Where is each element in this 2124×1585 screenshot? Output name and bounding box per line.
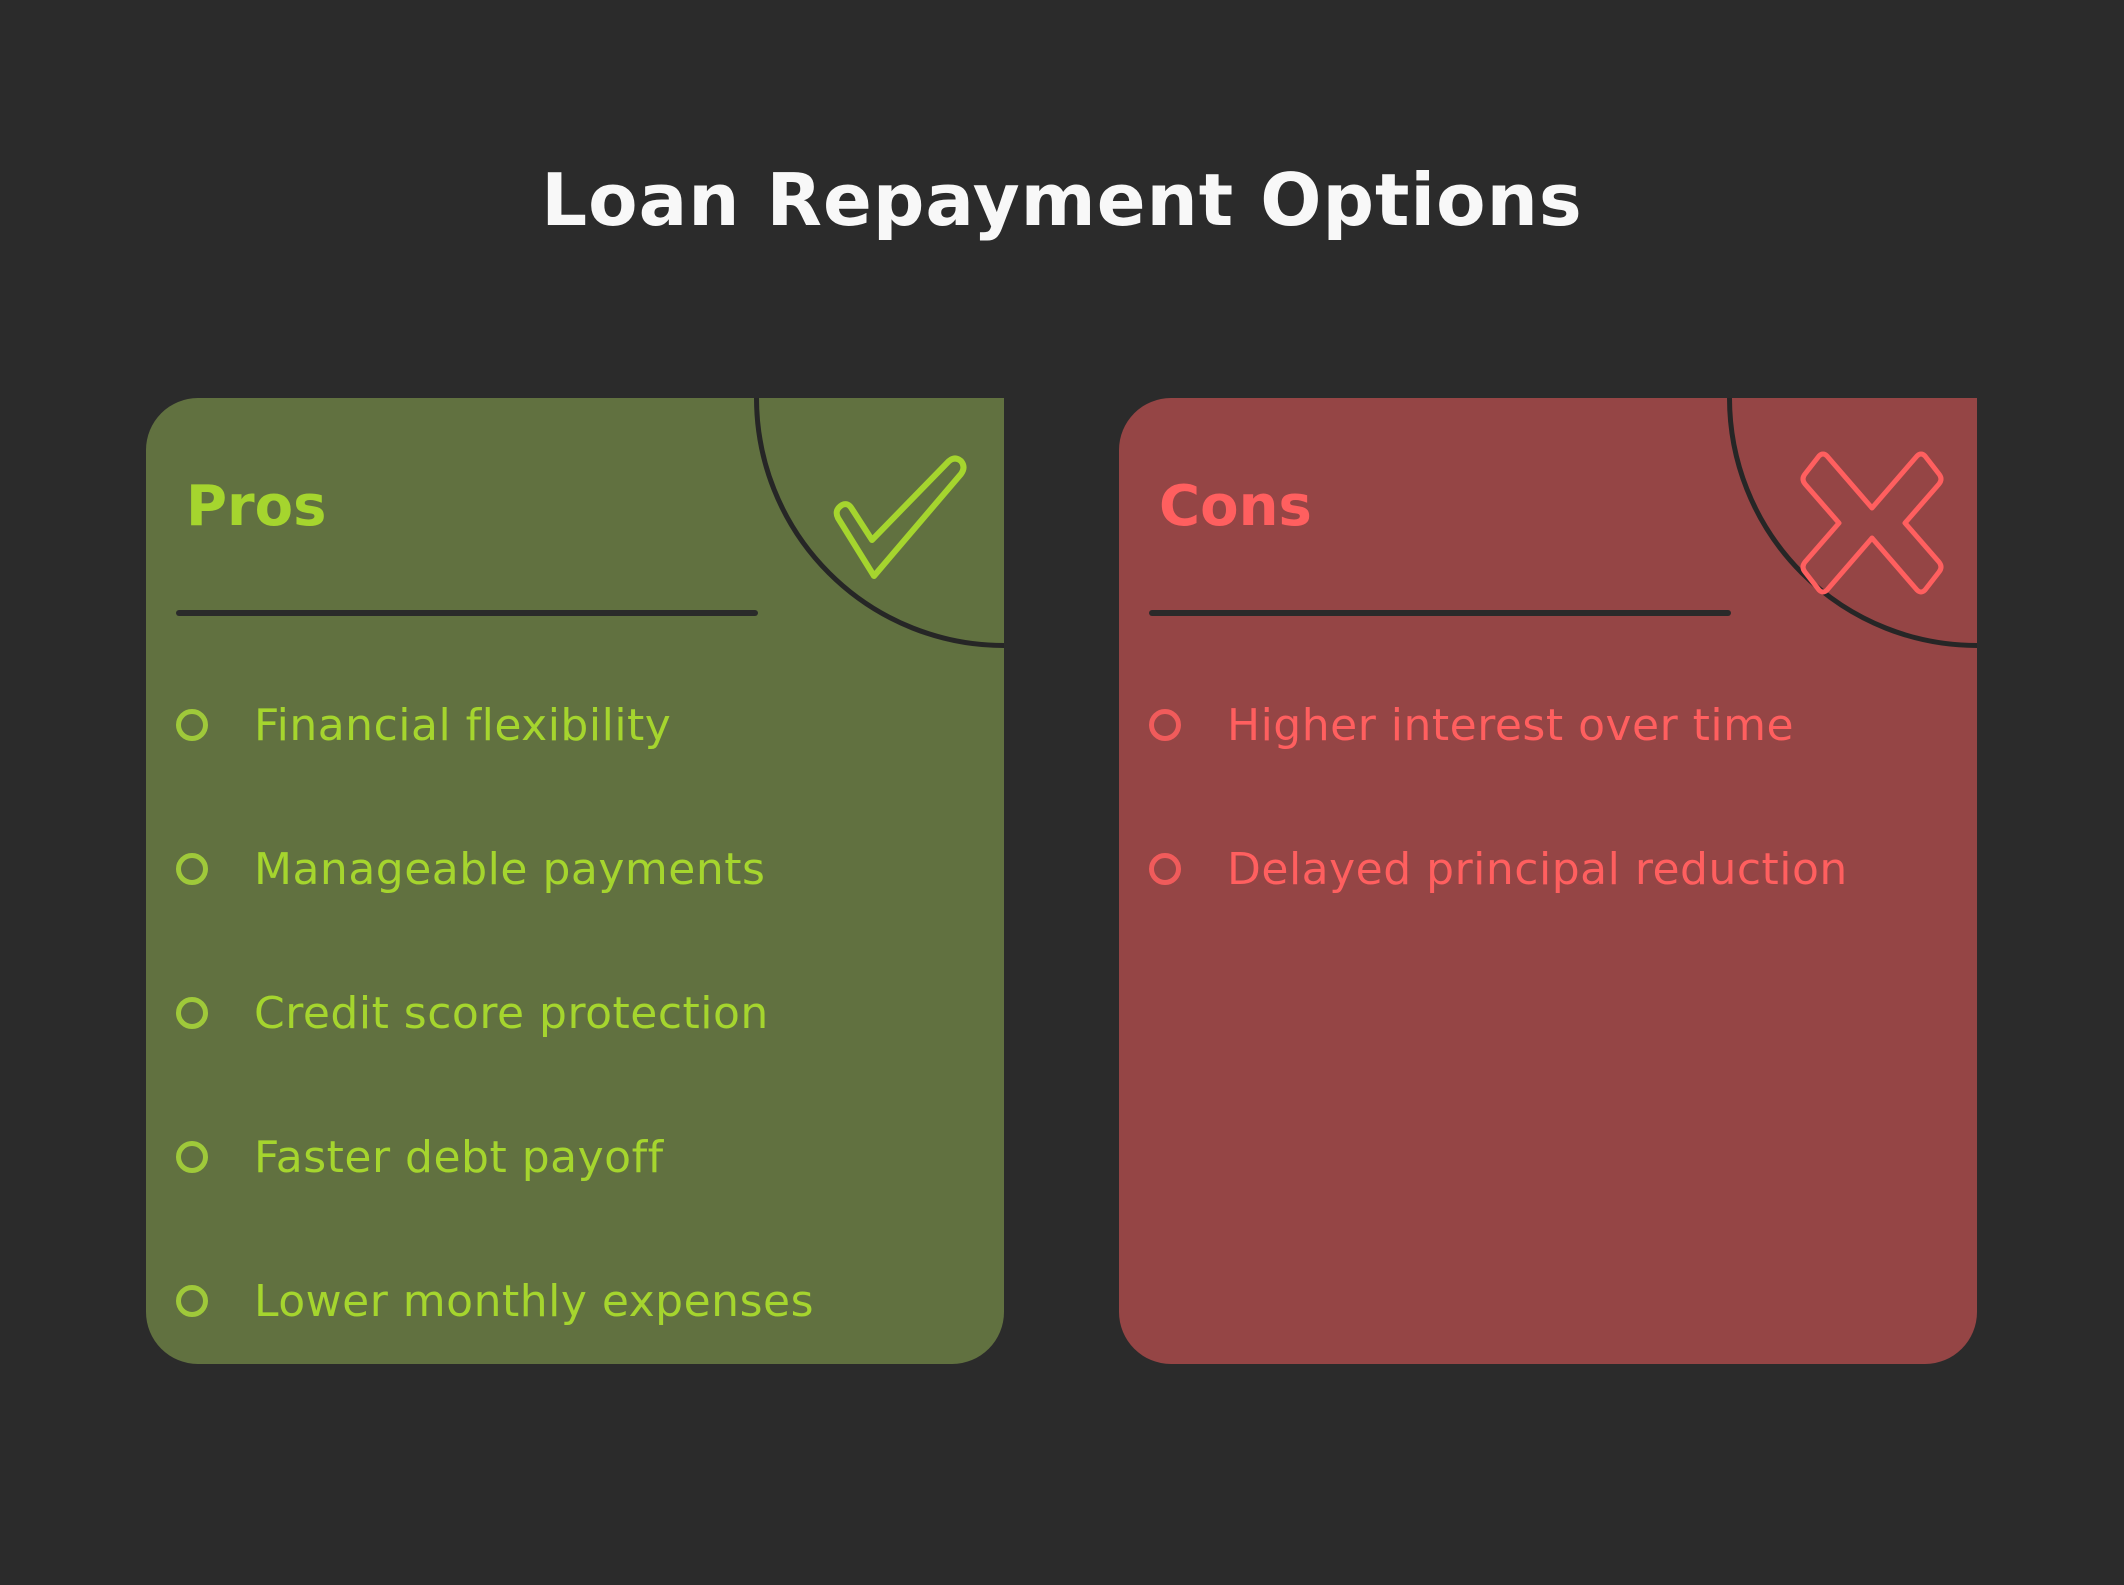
bullet-circle-icon [176,1285,208,1317]
x-icon [1800,451,1944,595]
list-item: Delayed principal reduction [1149,797,1848,941]
divider [176,610,758,616]
cons-list: Higher interest over time Delayed princi… [1149,653,1848,941]
list-item: Lower monthly expenses [176,1229,814,1364]
cons-card: Cons Higher interest over time Delayed p… [1119,398,1977,1364]
bullet-circle-icon [1149,853,1181,885]
cons-heading: Cons [1159,474,1312,539]
list-item: Manageable payments [176,797,814,941]
bullet-circle-icon [1149,709,1181,741]
pros-card: Pros Financial flexibility Manageable pa… [146,398,1004,1364]
pros-list: Financial flexibility Manageable payment… [176,653,814,1364]
bullet-circle-icon [176,853,208,885]
bullet-circle-icon [176,1141,208,1173]
list-item: Faster debt payoff [176,1085,814,1229]
list-item: Credit score protection [176,941,814,1085]
divider [1149,610,1731,616]
check-icon [833,455,967,579]
list-item: Higher interest over time [1149,653,1848,797]
list-item: Financial flexibility [176,653,814,797]
page-title: Loan Repayment Options [541,158,1583,242]
bullet-circle-icon [176,997,208,1029]
bullet-circle-icon [176,709,208,741]
pros-heading: Pros [186,474,327,539]
